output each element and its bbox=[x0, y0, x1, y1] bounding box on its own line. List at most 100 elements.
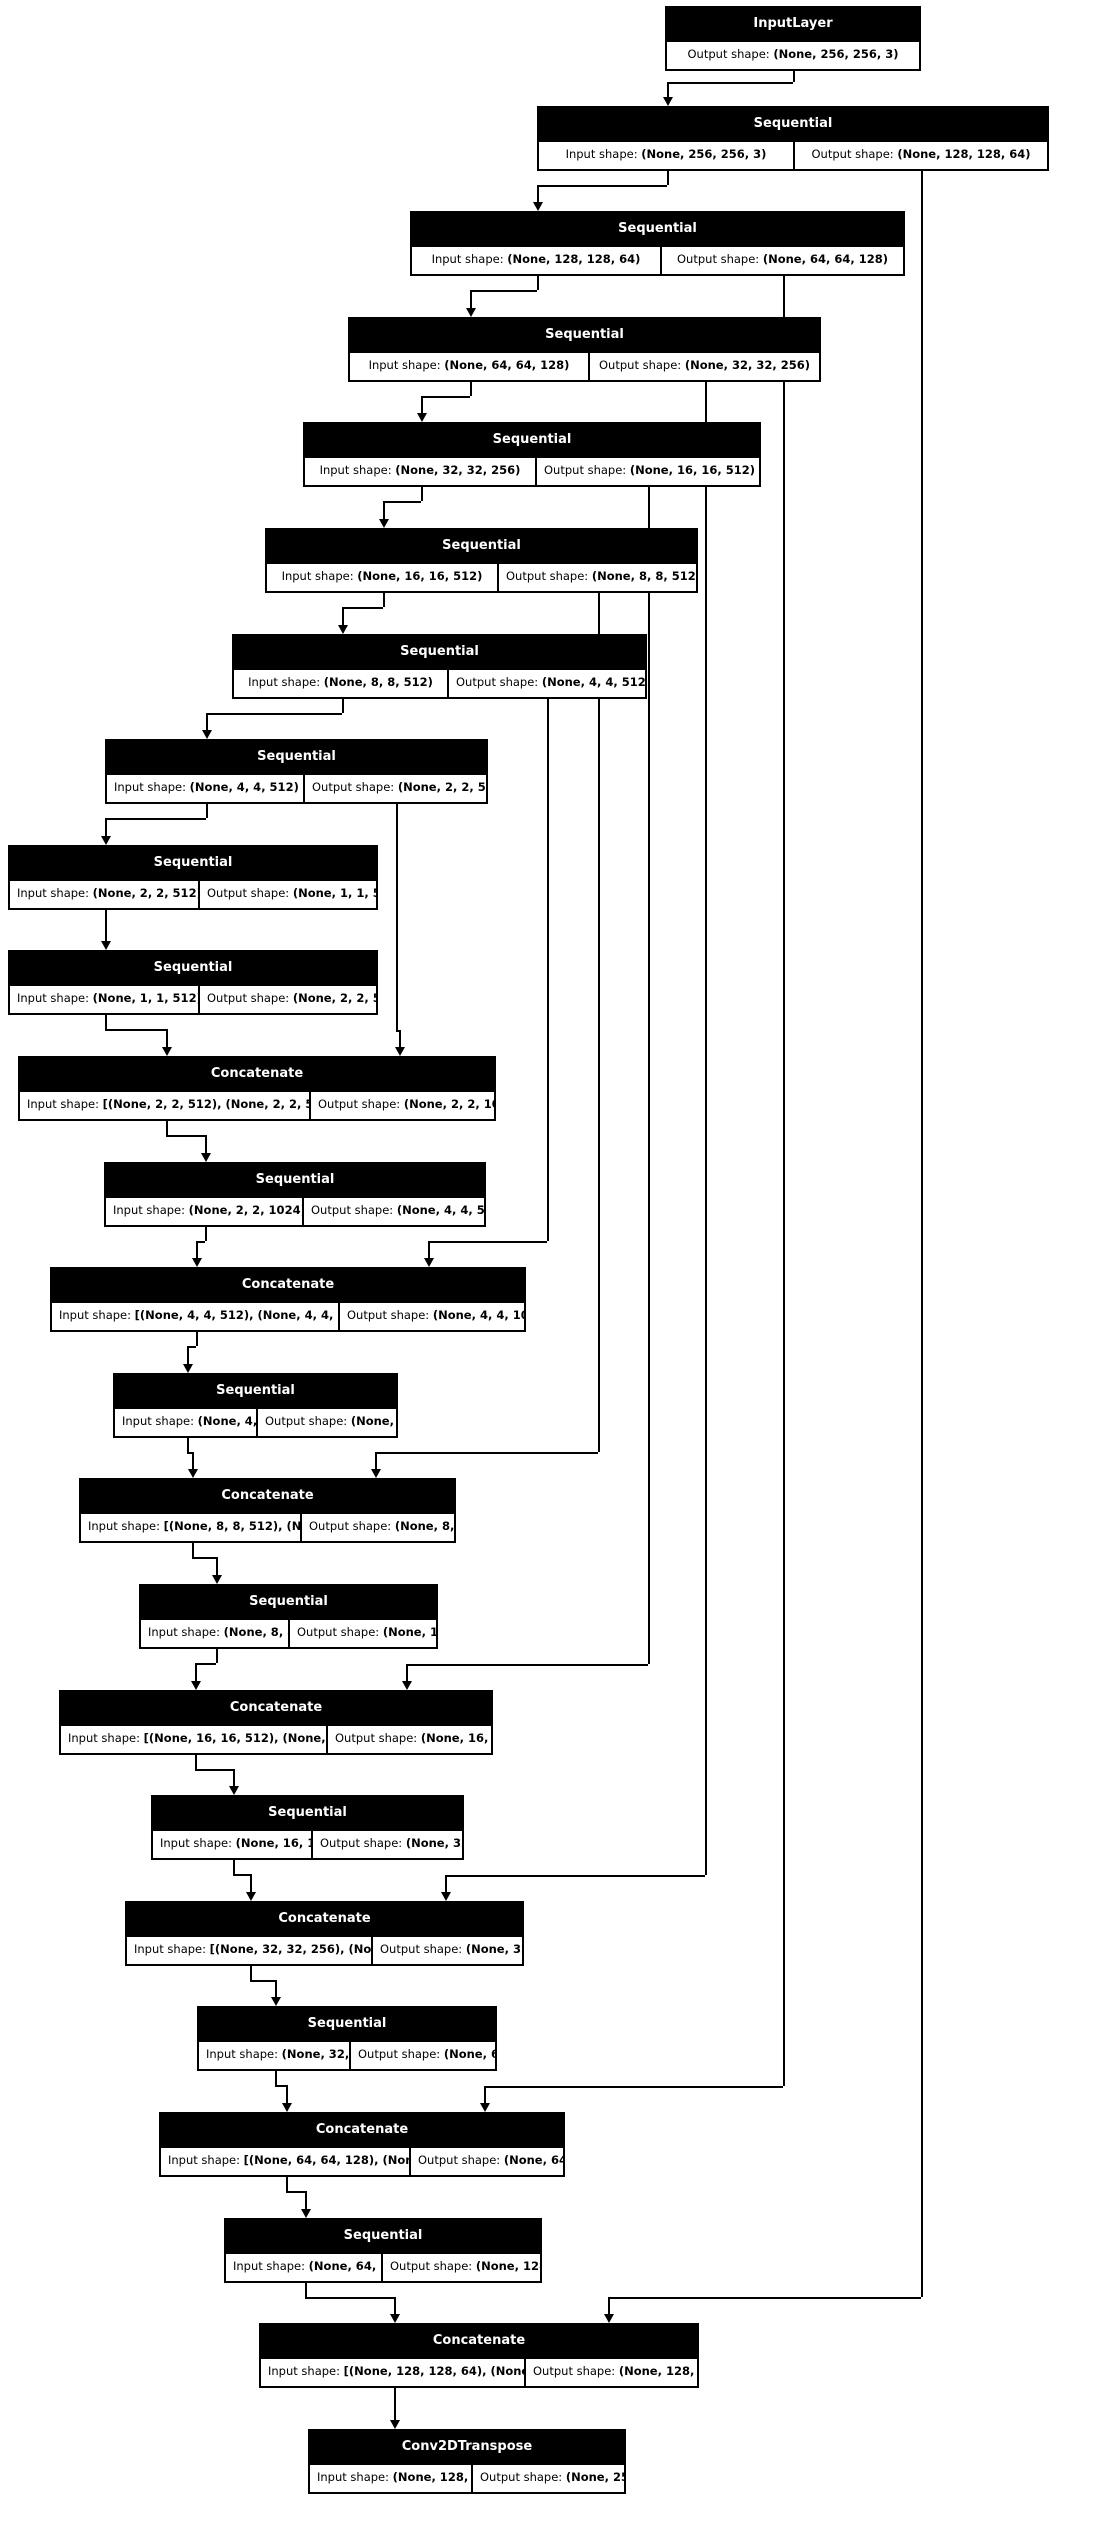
output-shape-value: (None, 64, 64, 256) bbox=[503, 2153, 563, 2167]
edge-e-concat5-up6-b bbox=[275, 1980, 277, 1997]
output-shape-label: Output shape: bbox=[320, 1836, 406, 1850]
output-shape-label: Output shape: bbox=[311, 1203, 397, 1217]
arrowhead-e-down2-down3 bbox=[466, 308, 476, 317]
arrowhead-e-down4-down5 bbox=[379, 519, 389, 528]
output-shape-value: (None, 4, 4, 512) bbox=[541, 675, 645, 689]
node-title: Sequential bbox=[539, 108, 1047, 140]
input-shape-label: Input shape: bbox=[281, 569, 358, 583]
arrowhead-e-concat6-up7 bbox=[301, 2209, 311, 2218]
input-shape-value: (None, 1, 1, 512) bbox=[92, 991, 200, 1005]
node-title: Sequential bbox=[199, 2008, 495, 2040]
edge-e-up2-concat2-h bbox=[196, 1241, 205, 1243]
node-input-shape: Input shape: (None, 16, 16, 512) bbox=[267, 564, 499, 591]
edge-e-down1-down2-a bbox=[667, 158, 669, 185]
node-input-shape: Input shape: (None, 128, 128, 64) bbox=[412, 247, 662, 274]
node-output-shape: Output shape: (None, 128, 128, 128) bbox=[526, 2359, 697, 2386]
node-shape-row: Input shape: [(None, 64, 64, 128), (None… bbox=[161, 2146, 563, 2175]
node-shape-row: Input shape: (None, 64, 64, 256)Output s… bbox=[226, 2252, 540, 2281]
output-shape-value: (None, 8, 8, 1024) bbox=[394, 1519, 454, 1533]
node-title: Sequential bbox=[10, 952, 376, 984]
edge-e-concat3-up4-b bbox=[216, 1557, 218, 1575]
node-input-shape: Input shape: (None, 16, 16, 1024) bbox=[153, 1831, 313, 1858]
skip-s-down5-concat3-h bbox=[375, 1452, 598, 1454]
node-output-shape: Output shape: (None, 64, 64, 128) bbox=[662, 247, 903, 274]
input-shape-value: [(None, 128, 128, 64), (None, 128, 128, … bbox=[343, 2364, 524, 2378]
edge-e-down2-down3-a bbox=[537, 263, 539, 290]
arrowhead-e-up3-concat3 bbox=[188, 1469, 198, 1478]
output-shape-value: (None, 128, 128, 64) bbox=[475, 2259, 540, 2273]
input-shape-label: Input shape: bbox=[148, 1625, 224, 1639]
node-shape-row: Input shape: [(None, 2, 2, 512), (None, … bbox=[20, 1090, 494, 1119]
node-shape-row: Input shape: [(None, 32, 32, 256), (None… bbox=[127, 1935, 522, 1964]
input-shape-value: (None, 2, 2, 1024) bbox=[188, 1203, 304, 1217]
output-shape-value: (None, 32, 32, 512) bbox=[465, 1942, 522, 1956]
node-shape-row: Input shape: (None, 16, 16, 1024) Output … bbox=[153, 1829, 462, 1858]
arrowhead-e-up1-concat1 bbox=[162, 1047, 172, 1056]
input-shape-label: Input shape: bbox=[134, 1942, 210, 1956]
edge-e-concat3-up4-a bbox=[192, 1530, 194, 1557]
edge-e-down4-down5-b bbox=[383, 501, 385, 519]
node-shape-row: Input shape: (None, 256, 256, 3)Output s… bbox=[539, 140, 1047, 169]
node-shape-row: Input shape: (None, 2, 2, 512)Output sha… bbox=[10, 879, 376, 908]
node-input-shape: Input shape: (None, 2, 2, 512) bbox=[10, 881, 200, 908]
arrowhead-e-up2-concat2 bbox=[192, 1258, 202, 1267]
output-shape-label: Output shape: bbox=[418, 2153, 504, 2167]
edge-e-up6-concat6-b bbox=[286, 2085, 288, 2103]
edge-e-down5-down6-a bbox=[383, 580, 385, 607]
arrowhead-e-up4-concat4 bbox=[191, 1681, 201, 1690]
node-title: Concatenate bbox=[261, 2325, 697, 2357]
output-shape-label: Output shape: bbox=[390, 2259, 476, 2273]
node-input-shape: Input shape: (None, 4, 4, 512) bbox=[107, 775, 305, 802]
node-output-shape: Output shape: (None, 2, 2, 512) bbox=[305, 775, 486, 802]
node-input-shape: Input shape: (None, 256, 256, 3) bbox=[539, 142, 795, 169]
skip-s-down7-concat1-h bbox=[396, 1030, 399, 1032]
skip-s-down6-concat2-a bbox=[547, 686, 549, 1241]
skip-s-down4-concat4-h bbox=[406, 1664, 648, 1666]
node-shape-row: Input shape: (None, 2, 2, 1024) Output sh… bbox=[106, 1196, 484, 1225]
edge-e-up4-concat4-a bbox=[216, 1636, 218, 1663]
input-shape-label: Input shape: bbox=[160, 1836, 236, 1850]
skip-s-down4-concat4-b bbox=[406, 1664, 408, 1681]
node-title: Sequential bbox=[350, 319, 819, 351]
edge-e-down6-down7-b bbox=[206, 713, 208, 730]
input-shape-value: (None, 256, 256, 3) bbox=[641, 147, 767, 161]
node-input-shape: Input shape: (None, 1, 1, 512) bbox=[10, 986, 200, 1013]
node-output-shape: Output shape: (None, 16, 16, 512) bbox=[537, 458, 759, 485]
node-title: Concatenate bbox=[61, 1692, 491, 1724]
node-input-shape: Input shape: (None, 2, 2, 1024) bbox=[106, 1198, 304, 1225]
node-input-shape: Input shape: [(None, 32, 32, 256), (None… bbox=[127, 1937, 373, 1964]
input-shape-value: (None, 32, 32, 512) bbox=[281, 2047, 350, 2061]
edge-e-concat4-up5-b bbox=[233, 1769, 235, 1786]
edge-e-down8-up1 bbox=[105, 897, 107, 941]
node-input-shape: Input shape: (None, 4, 4, 1024) bbox=[115, 1409, 258, 1436]
input-shape-value: (None, 8, 8, 512) bbox=[323, 675, 433, 689]
arrowhead-e-input-down1 bbox=[663, 97, 673, 106]
input-shape-value: (None, 4, 4, 1024) bbox=[197, 1414, 258, 1428]
node-title: Concatenate bbox=[52, 1269, 524, 1301]
arrowhead-e-up6-concat6 bbox=[282, 2103, 292, 2112]
